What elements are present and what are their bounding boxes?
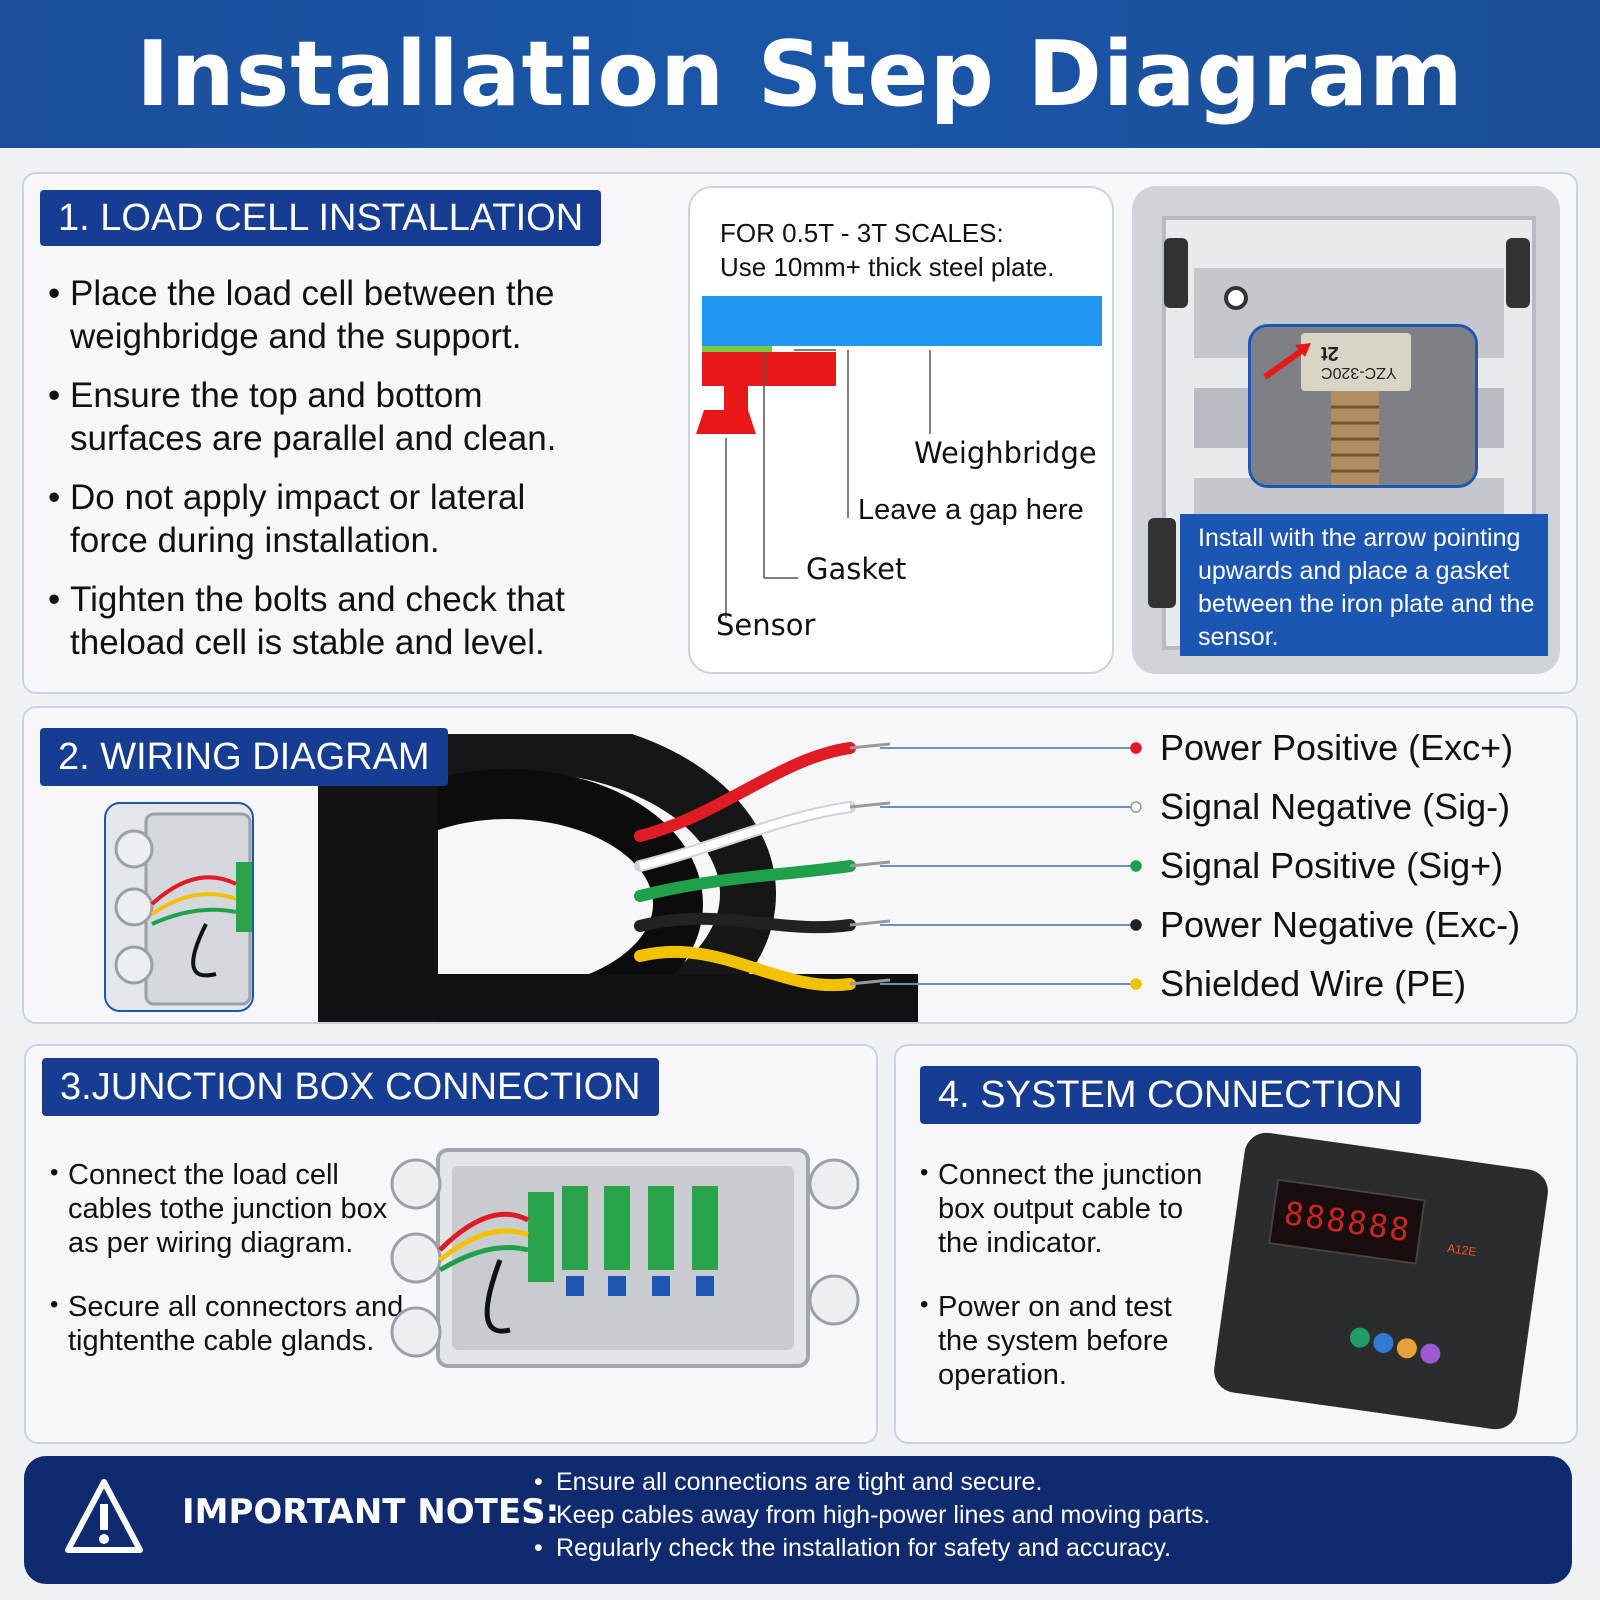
notes-title: IMPORTANT NOTES: bbox=[182, 1492, 560, 1532]
red-pointer-arrow bbox=[1263, 344, 1309, 380]
load-cell-closeup: 2t YZC-320C bbox=[1248, 324, 1478, 488]
section3-bullets: Connect the load cell cables tothe junct… bbox=[50, 1156, 403, 1388]
note-item: Regularly check the installation for saf… bbox=[534, 1532, 1211, 1565]
warning-icon bbox=[65, 1479, 143, 1553]
photo-caption: Install with the arrow pointing upwards … bbox=[1180, 514, 1548, 656]
label-weighbridge: Weighbridge bbox=[914, 436, 1097, 470]
junction-thumbnail bbox=[104, 802, 254, 1012]
page-title: Installation Step Diagram bbox=[136, 21, 1464, 127]
weighing-indicator: 888888 A12E bbox=[1211, 1129, 1551, 1433]
section1-bullet: Ensure the top and bottom surfaces are p… bbox=[48, 374, 608, 460]
important-notes-bar: IMPORTANT NOTES: Ensure all connections … bbox=[24, 1456, 1572, 1584]
section1-bullet: Tighten the bolts and check that theload… bbox=[48, 578, 608, 664]
diagram-drawing bbox=[696, 296, 1102, 618]
label-sensor: Sensor bbox=[716, 608, 816, 642]
wire-lead-core bbox=[639, 803, 851, 870]
note-item: Keep cables away from high-power lines a… bbox=[534, 1499, 1211, 1532]
installation-photo: 2t YZC-320C Install with the arrow point… bbox=[1132, 186, 1560, 674]
diagram-spec-line2: Use 10mm+ thick steel plate. bbox=[720, 252, 1055, 282]
section2-title: 2. WIRING DIAGRAM bbox=[40, 728, 448, 786]
load-cell-closeup-drawing bbox=[1251, 327, 1475, 485]
gasket-strip bbox=[702, 346, 772, 352]
section3-title: 3.JUNCTION BOX CONNECTION bbox=[42, 1058, 659, 1116]
wire-strand bbox=[849, 919, 891, 927]
wire-color-dot bbox=[1130, 978, 1142, 990]
section4-bullet: Connect the junction box output cable to… bbox=[920, 1156, 1220, 1260]
section1-bullet: Place the load cell between the weighbri… bbox=[48, 272, 608, 358]
wire-color-dot bbox=[1130, 801, 1142, 813]
wire-lead bbox=[634, 912, 856, 934]
junction-thumbnail-drawing bbox=[114, 812, 252, 1006]
wire-strand bbox=[849, 742, 891, 750]
wire-lead bbox=[634, 945, 856, 992]
wire-strand bbox=[849, 978, 891, 986]
section3-bullet: Connect the load cell cables tothe junct… bbox=[50, 1156, 390, 1260]
junction-box-drawing bbox=[390, 1148, 860, 1368]
section1-bullets: Place the load cell between the weighbri… bbox=[48, 272, 608, 680]
section4-bullets: Connect the junction box output cable to… bbox=[920, 1156, 1220, 1422]
note-item: Ensure all connections are tight and sec… bbox=[534, 1466, 1211, 1499]
label-gap: Leave a gap here bbox=[858, 494, 1084, 526]
junction-box-photo bbox=[390, 1140, 860, 1380]
wire-label: Shielded Wire (PE) bbox=[1160, 963, 1467, 1004]
wire-label: Signal Positive (Sig+) bbox=[1160, 845, 1504, 886]
wire-label: Power Positive (Exc+) bbox=[1160, 727, 1514, 768]
notes-list: Ensure all connections are tight and sec… bbox=[534, 1466, 1211, 1565]
section4-title: 4. SYSTEM CONNECTION bbox=[920, 1066, 1421, 1124]
indicator-body bbox=[1211, 1129, 1551, 1433]
steel-plate bbox=[702, 296, 1102, 346]
wire-strand bbox=[849, 801, 891, 809]
wire-color-dot bbox=[1130, 860, 1142, 872]
diagram-spec-line1: FOR 0.5T - 3T SCALES: bbox=[720, 218, 1004, 248]
load-cell-diagram: FOR 0.5T - 3T SCALES: Use 10mm+ thick st… bbox=[688, 186, 1114, 674]
wire-label: Power Negative (Exc-) bbox=[1160, 904, 1521, 945]
section1-title: 1. LOAD CELL INSTALLATION bbox=[40, 190, 602, 246]
wire-color-dot bbox=[1130, 919, 1142, 931]
header-banner: Installation Step Diagram bbox=[0, 0, 1600, 148]
sensor-top-bar bbox=[702, 352, 836, 386]
cell-model-label: YZC-320C bbox=[1321, 364, 1397, 381]
label-gasket: Gasket bbox=[806, 552, 907, 586]
cell-capacity-label: 2t bbox=[1321, 342, 1339, 364]
wire-lead bbox=[634, 860, 856, 902]
wire-leads bbox=[634, 742, 1142, 992]
wire-lead bbox=[634, 742, 856, 842]
wire-label: Signal Negative (Sig-) bbox=[1160, 786, 1511, 827]
section3-bullet: Secure all connectors and tightenthe cab… bbox=[50, 1288, 430, 1358]
sensor-foot bbox=[696, 386, 756, 434]
wire-strand bbox=[849, 860, 891, 868]
section1-bullet: Do not apply impact or lateral force dur… bbox=[48, 476, 608, 562]
section4-bullet: Power on and test the system before oper… bbox=[920, 1288, 1220, 1392]
wire-color-dot bbox=[1130, 742, 1142, 754]
